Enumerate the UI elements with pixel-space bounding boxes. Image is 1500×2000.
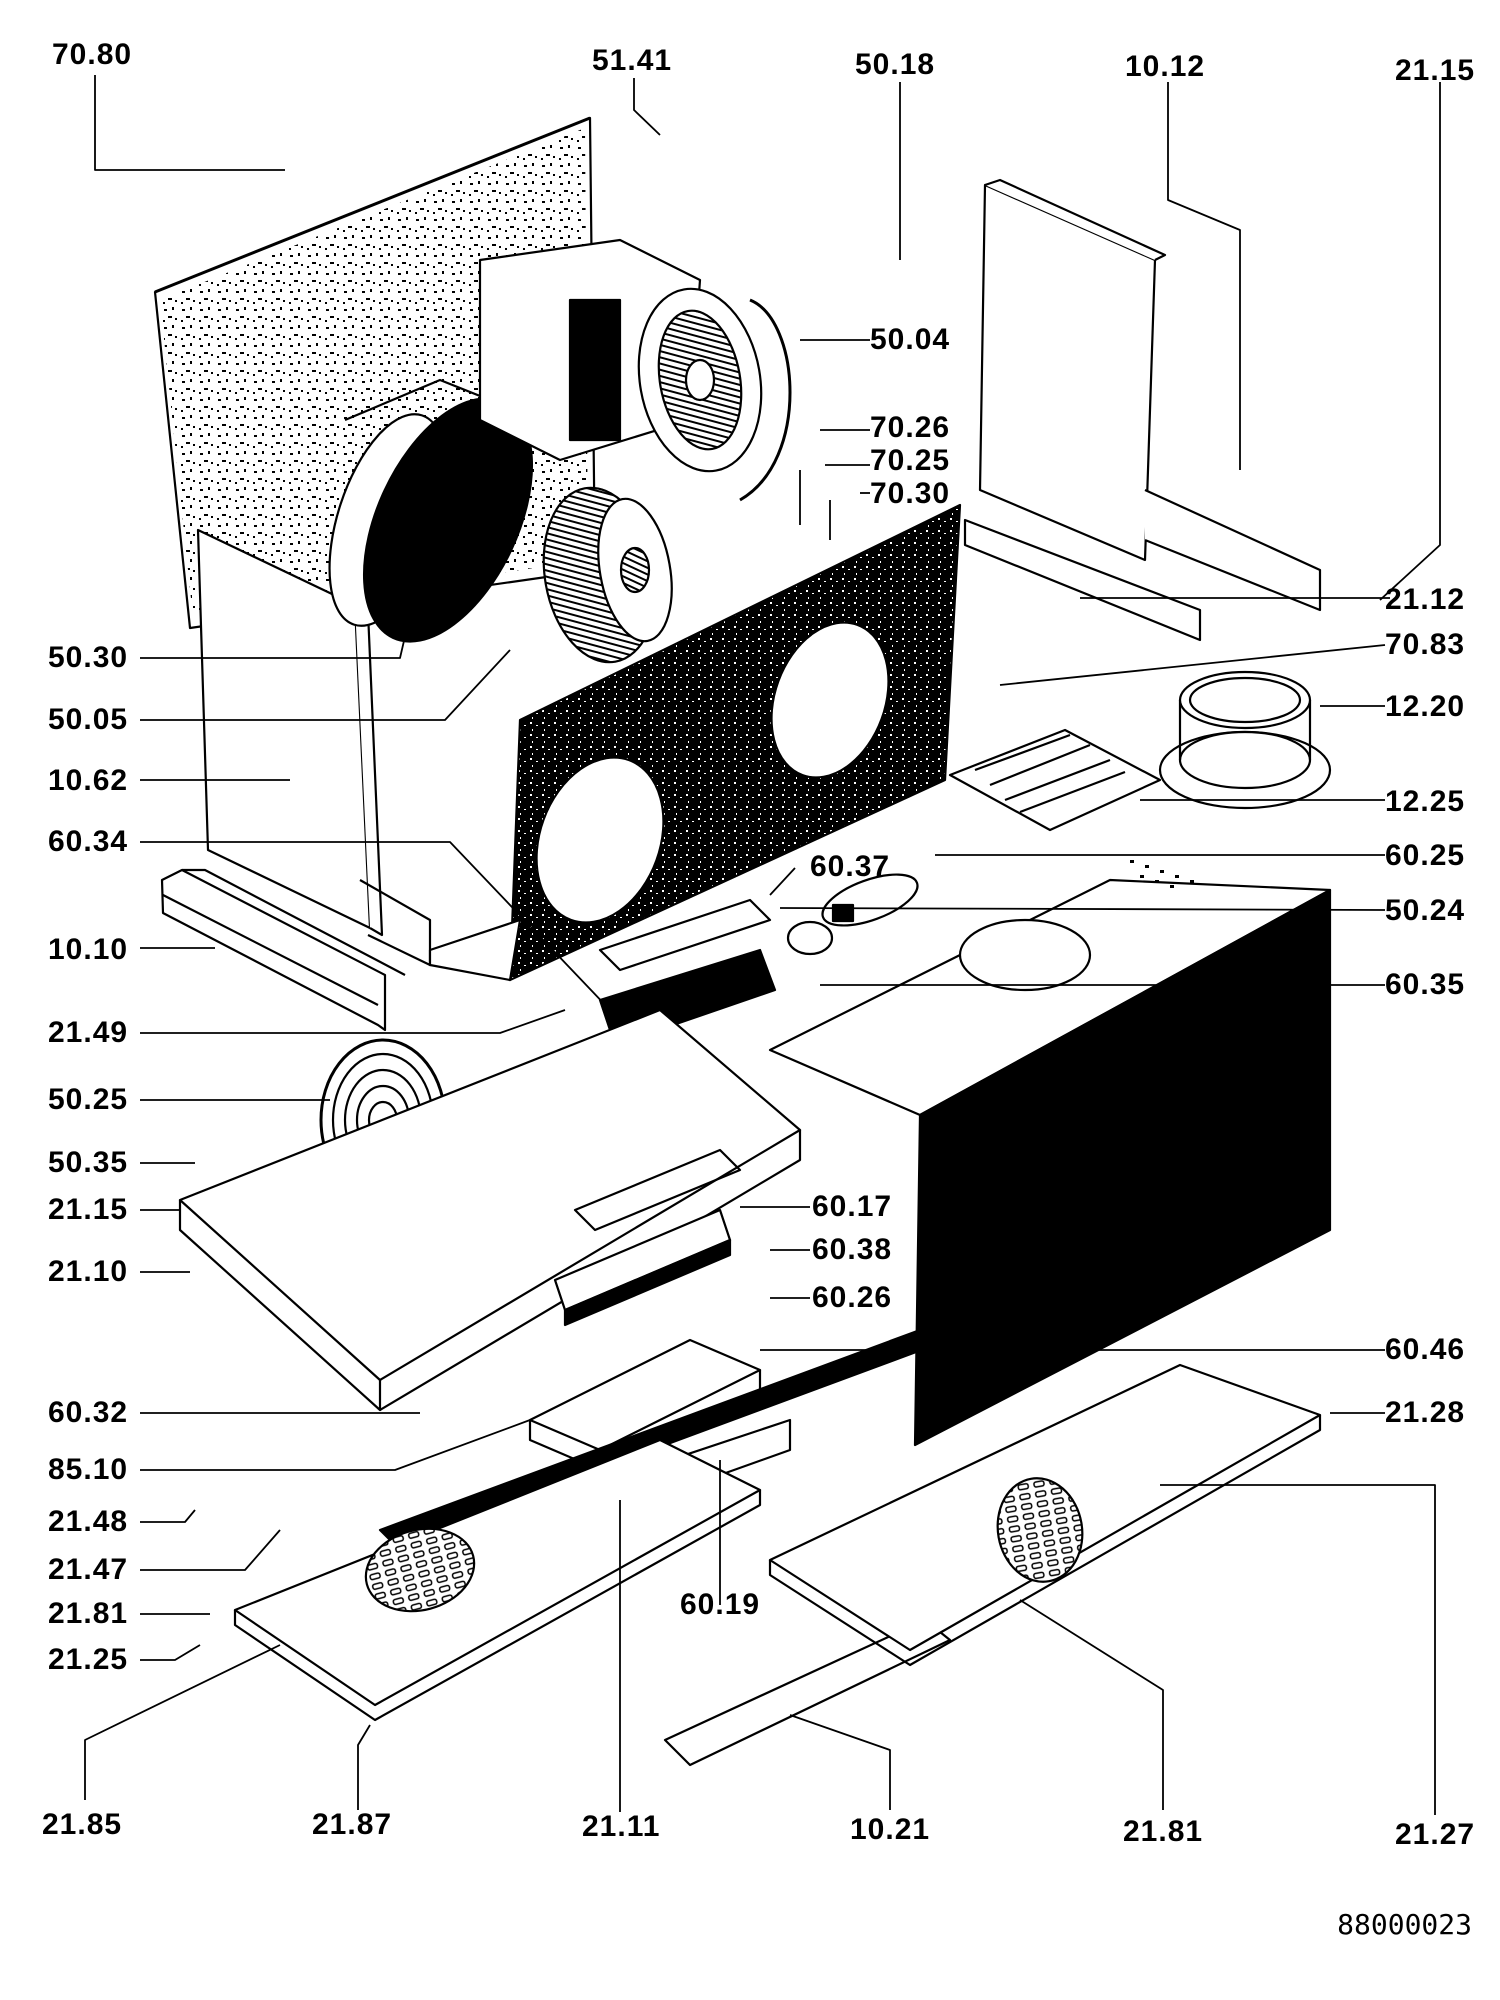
part-label-21-47[interactable]: 21.47 xyxy=(48,1553,129,1586)
part-label-21-87[interactable]: 21.87 xyxy=(312,1808,393,1841)
part-label-60-25[interactable]: 60.25 xyxy=(1385,839,1466,872)
right-side-panel xyxy=(963,178,1322,642)
part-label-70-30[interactable]: 70.30 xyxy=(870,477,951,510)
document-number: 88000023 xyxy=(1337,1908,1472,1941)
hood-body xyxy=(768,860,1332,1447)
part-label-21-15-left[interactable]: 21.15 xyxy=(48,1193,129,1226)
part-label-10-62[interactable]: 10.62 xyxy=(48,764,129,797)
motor-plate xyxy=(428,503,962,982)
part-label-70-25[interactable]: 70.25 xyxy=(870,444,951,477)
damper xyxy=(948,728,1162,832)
part-label-70-83[interactable]: 70.83 xyxy=(1385,628,1466,661)
part-label-12-20[interactable]: 12.20 xyxy=(1385,690,1466,723)
part-label-21-11[interactable]: 21.11 xyxy=(582,1810,661,1843)
part-label-21-25[interactable]: 21.25 xyxy=(48,1643,129,1676)
part-label-21-49[interactable]: 21.49 xyxy=(48,1016,129,1049)
part-label-21-85[interactable]: 21.85 xyxy=(42,1808,123,1841)
part-label-12-25[interactable]: 12.25 xyxy=(1385,785,1466,818)
part-label-60-17[interactable]: 60.17 xyxy=(812,1190,893,1223)
part-label-10-10[interactable]: 10.10 xyxy=(48,933,129,966)
part-label-85-10[interactable]: 85.10 xyxy=(48,1453,129,1486)
part-label-21-15-top[interactable]: 21.15 xyxy=(1395,54,1476,87)
part-label-60-38[interactable]: 60.38 xyxy=(812,1233,893,1266)
part-label-50-25[interactable]: 50.25 xyxy=(48,1083,129,1116)
part-label-21-27[interactable]: 21.27 xyxy=(1395,1818,1476,1851)
part-label-50-24[interactable]: 50.24 xyxy=(1385,894,1466,927)
bottom-pan xyxy=(178,1008,802,1412)
exhaust-collar xyxy=(1158,670,1332,810)
right-filter xyxy=(768,1363,1322,1667)
part-label-21-48[interactable]: 21.48 xyxy=(48,1505,129,1538)
left-filter xyxy=(233,1438,762,1722)
part-label-50-35[interactable]: 50.35 xyxy=(48,1146,129,1179)
part-label-21-12[interactable]: 21.12 xyxy=(1385,583,1466,616)
part-label-70-26[interactable]: 70.26 xyxy=(870,411,951,444)
control-panel xyxy=(553,1208,732,1327)
part-label-21-81-right[interactable]: 21.81 xyxy=(1123,1815,1204,1848)
blower-housing xyxy=(328,378,541,643)
leader-lines xyxy=(84,75,1441,1815)
part-label-70-80[interactable]: 70.80 xyxy=(52,38,133,71)
part-label-50-18[interactable]: 50.18 xyxy=(855,48,936,81)
part-label-60-32[interactable]: 60.32 xyxy=(48,1396,129,1429)
part-label-60-34[interactable]: 60.34 xyxy=(48,825,129,858)
part-label-21-28[interactable]: 21.28 xyxy=(1385,1396,1466,1429)
part-label-60-37[interactable]: 60.37 xyxy=(810,850,891,883)
part-label-60-46[interactable]: 60.46 xyxy=(1385,1333,1466,1366)
part-label-21-81-left[interactable]: 21.81 xyxy=(48,1597,129,1630)
part-label-21-10[interactable]: 21.10 xyxy=(48,1255,129,1288)
left-rail xyxy=(160,868,406,1032)
part-label-60-19[interactable]: 60.19 xyxy=(680,1588,761,1621)
blower-assembly xyxy=(478,238,792,502)
part-label-10-21[interactable]: 10.21 xyxy=(850,1813,931,1846)
part-label-50-04[interactable]: 50.04 xyxy=(870,323,951,356)
part-label-60-35[interactable]: 60.35 xyxy=(1385,968,1466,1001)
part-label-51-41[interactable]: 51.41 xyxy=(592,44,673,77)
part-label-50-05[interactable]: 50.05 xyxy=(48,703,129,736)
part-label-50-30[interactable]: 50.30 xyxy=(48,641,129,674)
part-label-60-26[interactable]: 60.26 xyxy=(812,1281,893,1314)
part-label-10-12[interactable]: 10.12 xyxy=(1125,50,1206,83)
blower-wheel xyxy=(542,486,673,664)
